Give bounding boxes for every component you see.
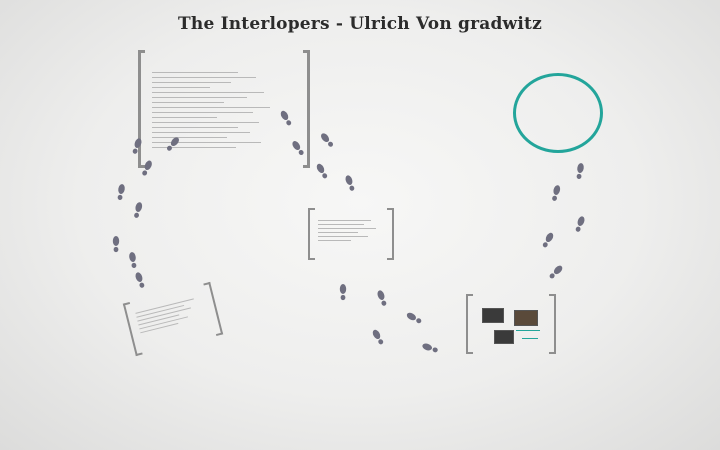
presentation-title: The Interlopers - Ulrich Von gradwitz	[178, 14, 542, 34]
footprint-icon	[575, 162, 585, 180]
footprint-icon	[112, 236, 120, 253]
footprint-icon	[421, 342, 439, 354]
footprint-icon	[279, 109, 293, 127]
footprint-icon	[315, 162, 329, 180]
footprint-icon	[541, 231, 555, 249]
footprint-icon	[344, 174, 356, 192]
footprint-icon	[132, 201, 144, 219]
footprint-icon	[131, 137, 143, 155]
footprint-icon	[405, 311, 423, 325]
highlight-circle[interactable]	[513, 73, 603, 153]
frame-text-lines	[152, 72, 296, 152]
footprint-icon	[574, 215, 586, 233]
footprint-icon	[290, 139, 306, 157]
center-frame[interactable]	[308, 208, 394, 260]
right-bracket	[303, 50, 310, 168]
right-bracket	[387, 208, 394, 260]
frame-text-lines	[318, 220, 384, 244]
footprint-icon	[339, 284, 347, 301]
thumbnail-image	[482, 308, 504, 323]
lower-right-image-frame[interactable]	[466, 294, 556, 354]
footprint-icon	[165, 135, 181, 153]
footprint-icon	[134, 271, 146, 289]
right-bracket	[549, 294, 556, 354]
thumbnail-image	[514, 310, 538, 326]
left-bracket	[138, 50, 145, 168]
footprint-icon	[550, 184, 562, 202]
footprint-icon	[371, 328, 385, 346]
left-bracket	[308, 208, 315, 260]
footprint-icon	[319, 131, 335, 149]
thumbnail-image	[494, 330, 514, 344]
connector-line	[522, 338, 538, 339]
character-analysis-frame[interactable]	[138, 50, 310, 168]
connector-line	[516, 330, 540, 331]
footprint-icon	[376, 289, 388, 307]
footprint-icon	[140, 159, 154, 177]
footprint-icon	[116, 183, 126, 201]
footprint-icon	[548, 264, 564, 280]
footprint-icon	[128, 251, 138, 269]
left-bracket	[466, 294, 473, 354]
